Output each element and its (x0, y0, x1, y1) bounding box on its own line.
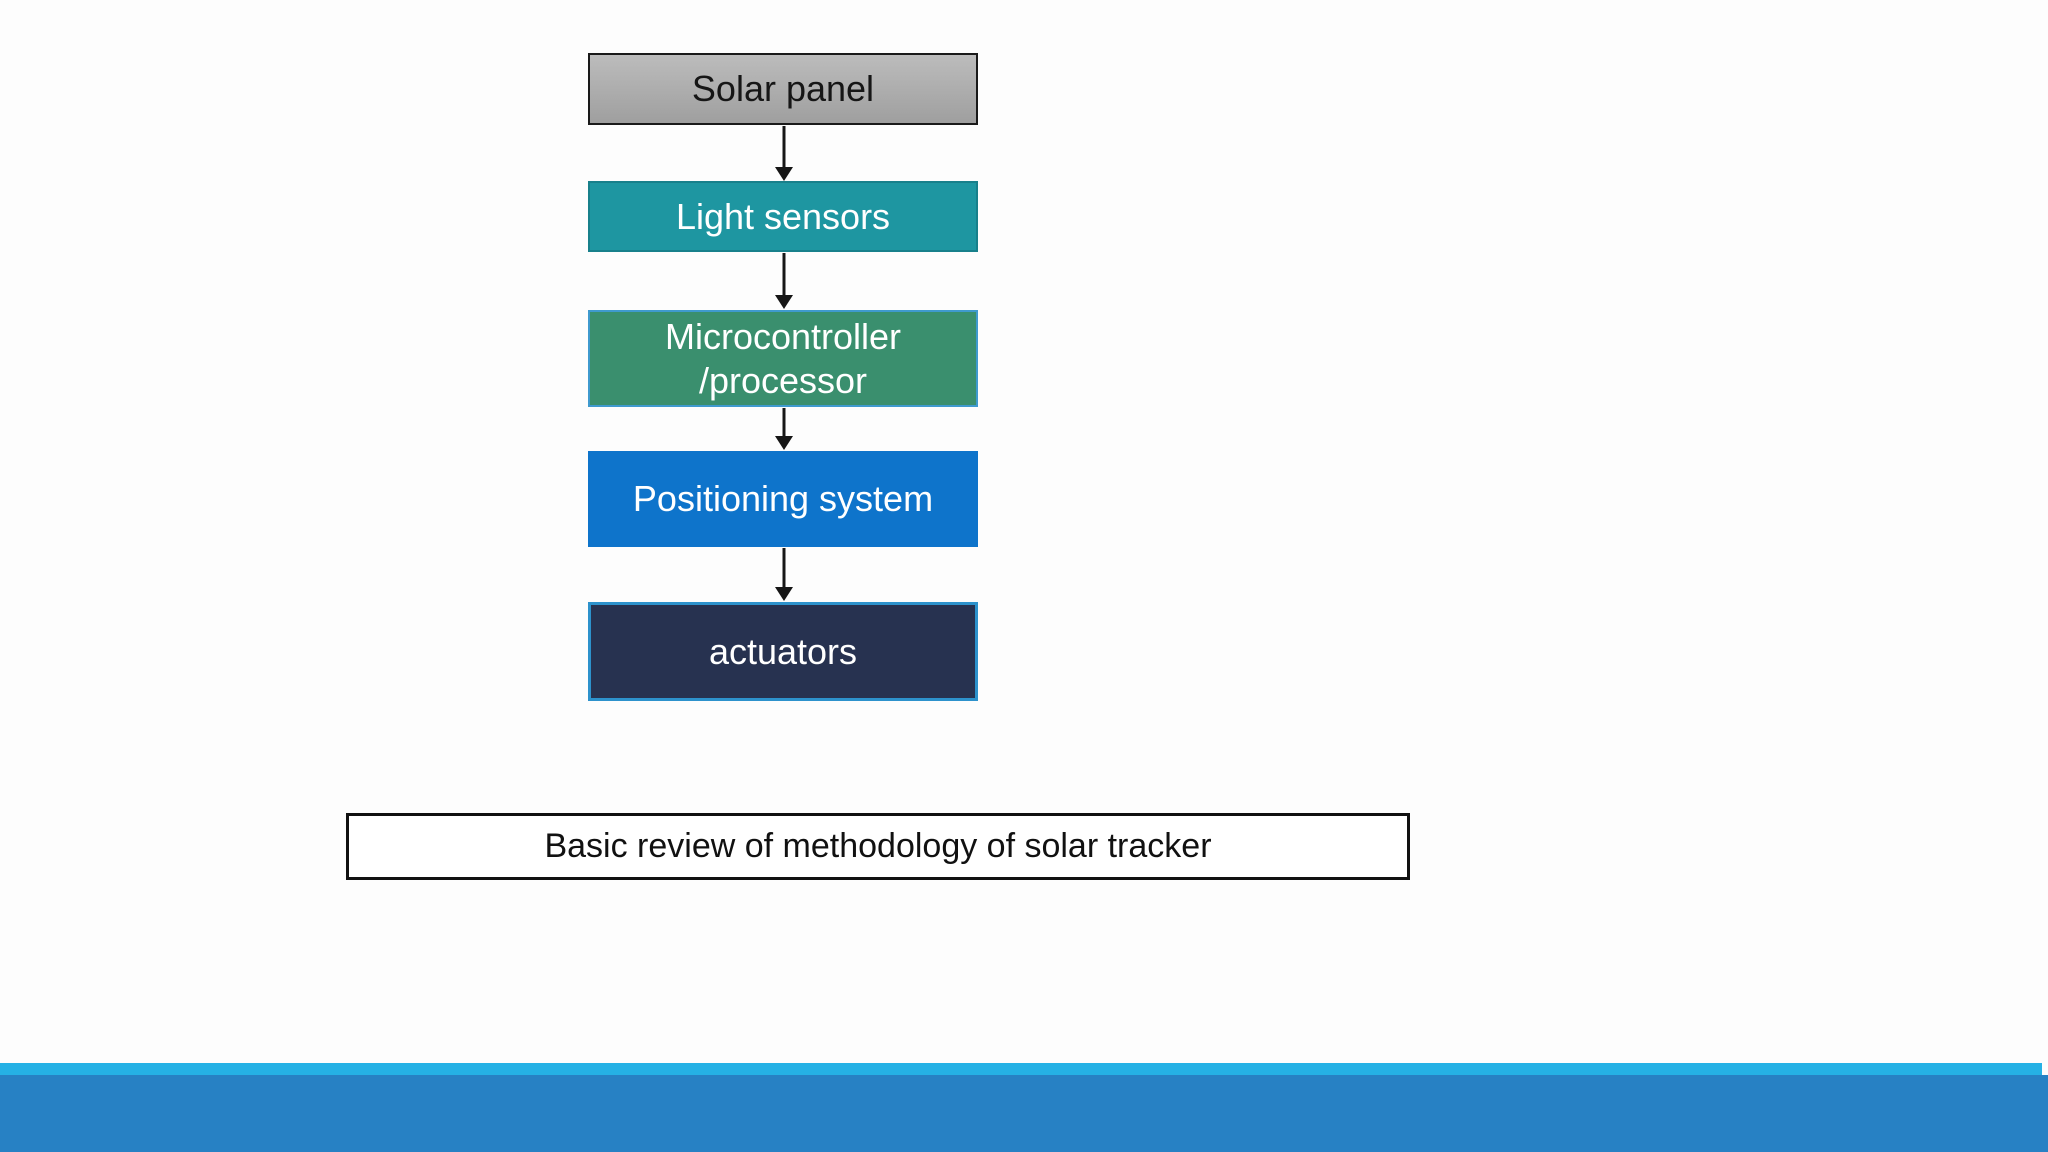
flow-box-label: Positioning system (632, 478, 934, 520)
flow-box-label: Solar panel (691, 68, 875, 110)
flow-box-light-sensors: Light sensors (588, 181, 978, 252)
flow-box-microcontroller-processor: Microcontroller /processor (588, 310, 978, 407)
flow-box-solar-panel: Solar panel (588, 53, 978, 125)
footer-dark-band (0, 1075, 2048, 1152)
caption-text: Basic review of methodology of solar tra… (544, 827, 1212, 865)
flow-box-label: actuators (708, 630, 858, 672)
flow-arrow (775, 126, 793, 181)
flow-box-actuators: actuators (588, 602, 978, 701)
footer-light-band (0, 1063, 2042, 1075)
flow-arrow (775, 548, 793, 601)
flow-box-label-line2: /processor (698, 359, 868, 401)
flow-arrow (775, 408, 793, 450)
flow-box-positioning-system: Positioning system (588, 451, 978, 547)
flow-box-label-line1: Microcontroller (664, 315, 902, 357)
caption-box: Basic review of methodology of solar tra… (346, 813, 1410, 880)
flow-box-label: Light sensors (675, 195, 891, 237)
flow-arrow (775, 253, 793, 309)
